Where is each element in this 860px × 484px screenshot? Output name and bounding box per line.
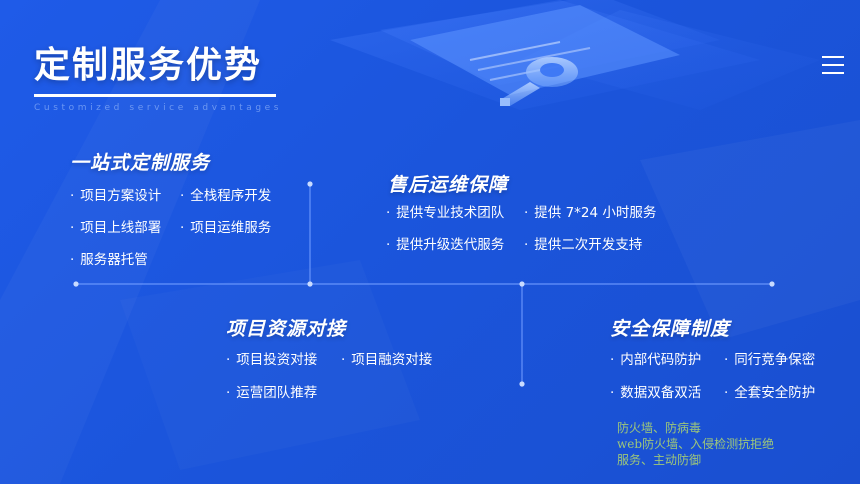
note-line-2-prefix: web — [617, 437, 643, 451]
list-item: 项目运维服务 — [180, 219, 271, 237]
list-item: 全栈程序开发 — [180, 187, 271, 205]
connector-lines — [76, 184, 772, 384]
list-item: 内部代码防护 — [610, 351, 701, 369]
note-line-1: 防火墙、防病毒 — [617, 421, 702, 435]
list-item: 提供升级迭代服务 — [386, 236, 504, 254]
list-item: 项目投资对接 — [226, 351, 317, 369]
section-after-sales-guarantee: 售后运维保障 — [388, 170, 508, 197]
security-note: 防火墙、防病毒 web防火墙、入侵检测抗拒绝 服务、主动防御 — [617, 420, 774, 468]
note-line-2-rest: 防火墙、入侵检测抗拒绝 — [642, 437, 775, 451]
list-item: 项目上线部署 — [70, 219, 161, 237]
list-item: 项目融资对接 — [341, 351, 432, 369]
title-underline — [34, 94, 276, 97]
menu-button[interactable] — [820, 54, 846, 76]
page-subtitle: Customized service advantages — [34, 103, 283, 113]
section-heading: 安全保障制度 — [610, 318, 731, 340]
key-illustration-icon — [500, 57, 578, 106]
list-item: 运营团队推荐 — [226, 384, 317, 402]
list-item: 全套安全防护 — [724, 384, 815, 402]
note-line-3: 服务、主动防御 — [617, 453, 702, 467]
list-item: 数据双备双活 — [610, 384, 701, 402]
note-line-2: web防火墙、入侵检测抗拒绝 — [617, 436, 774, 452]
list-item: 服务器托管 — [70, 251, 148, 269]
section-heading: 项目资源对接 — [226, 318, 347, 340]
section-security-system: 安全保障制度 — [610, 314, 730, 341]
list-item: 项目方案设计 — [70, 187, 161, 205]
list-item: 提供二次开发支持 — [524, 236, 642, 254]
list-item: 提供专业技术团队 — [386, 204, 504, 222]
section-project-resource-matching: 项目资源对接 — [226, 314, 346, 341]
list-item: 提供 7*24 小时服务 — [524, 204, 656, 222]
section-heading: 一站式定制服务 — [70, 152, 211, 174]
title-block: 定制服务优势 Customized service advantages — [34, 44, 282, 113]
page-title: 定制服务优势 — [34, 45, 263, 86]
section-one-stop-custom-service: 一站式定制服务 — [70, 148, 210, 175]
section-heading: 售后运维保障 — [388, 174, 509, 196]
connector-dots — [73, 181, 775, 387]
list-item: 同行竞争保密 — [724, 351, 815, 369]
